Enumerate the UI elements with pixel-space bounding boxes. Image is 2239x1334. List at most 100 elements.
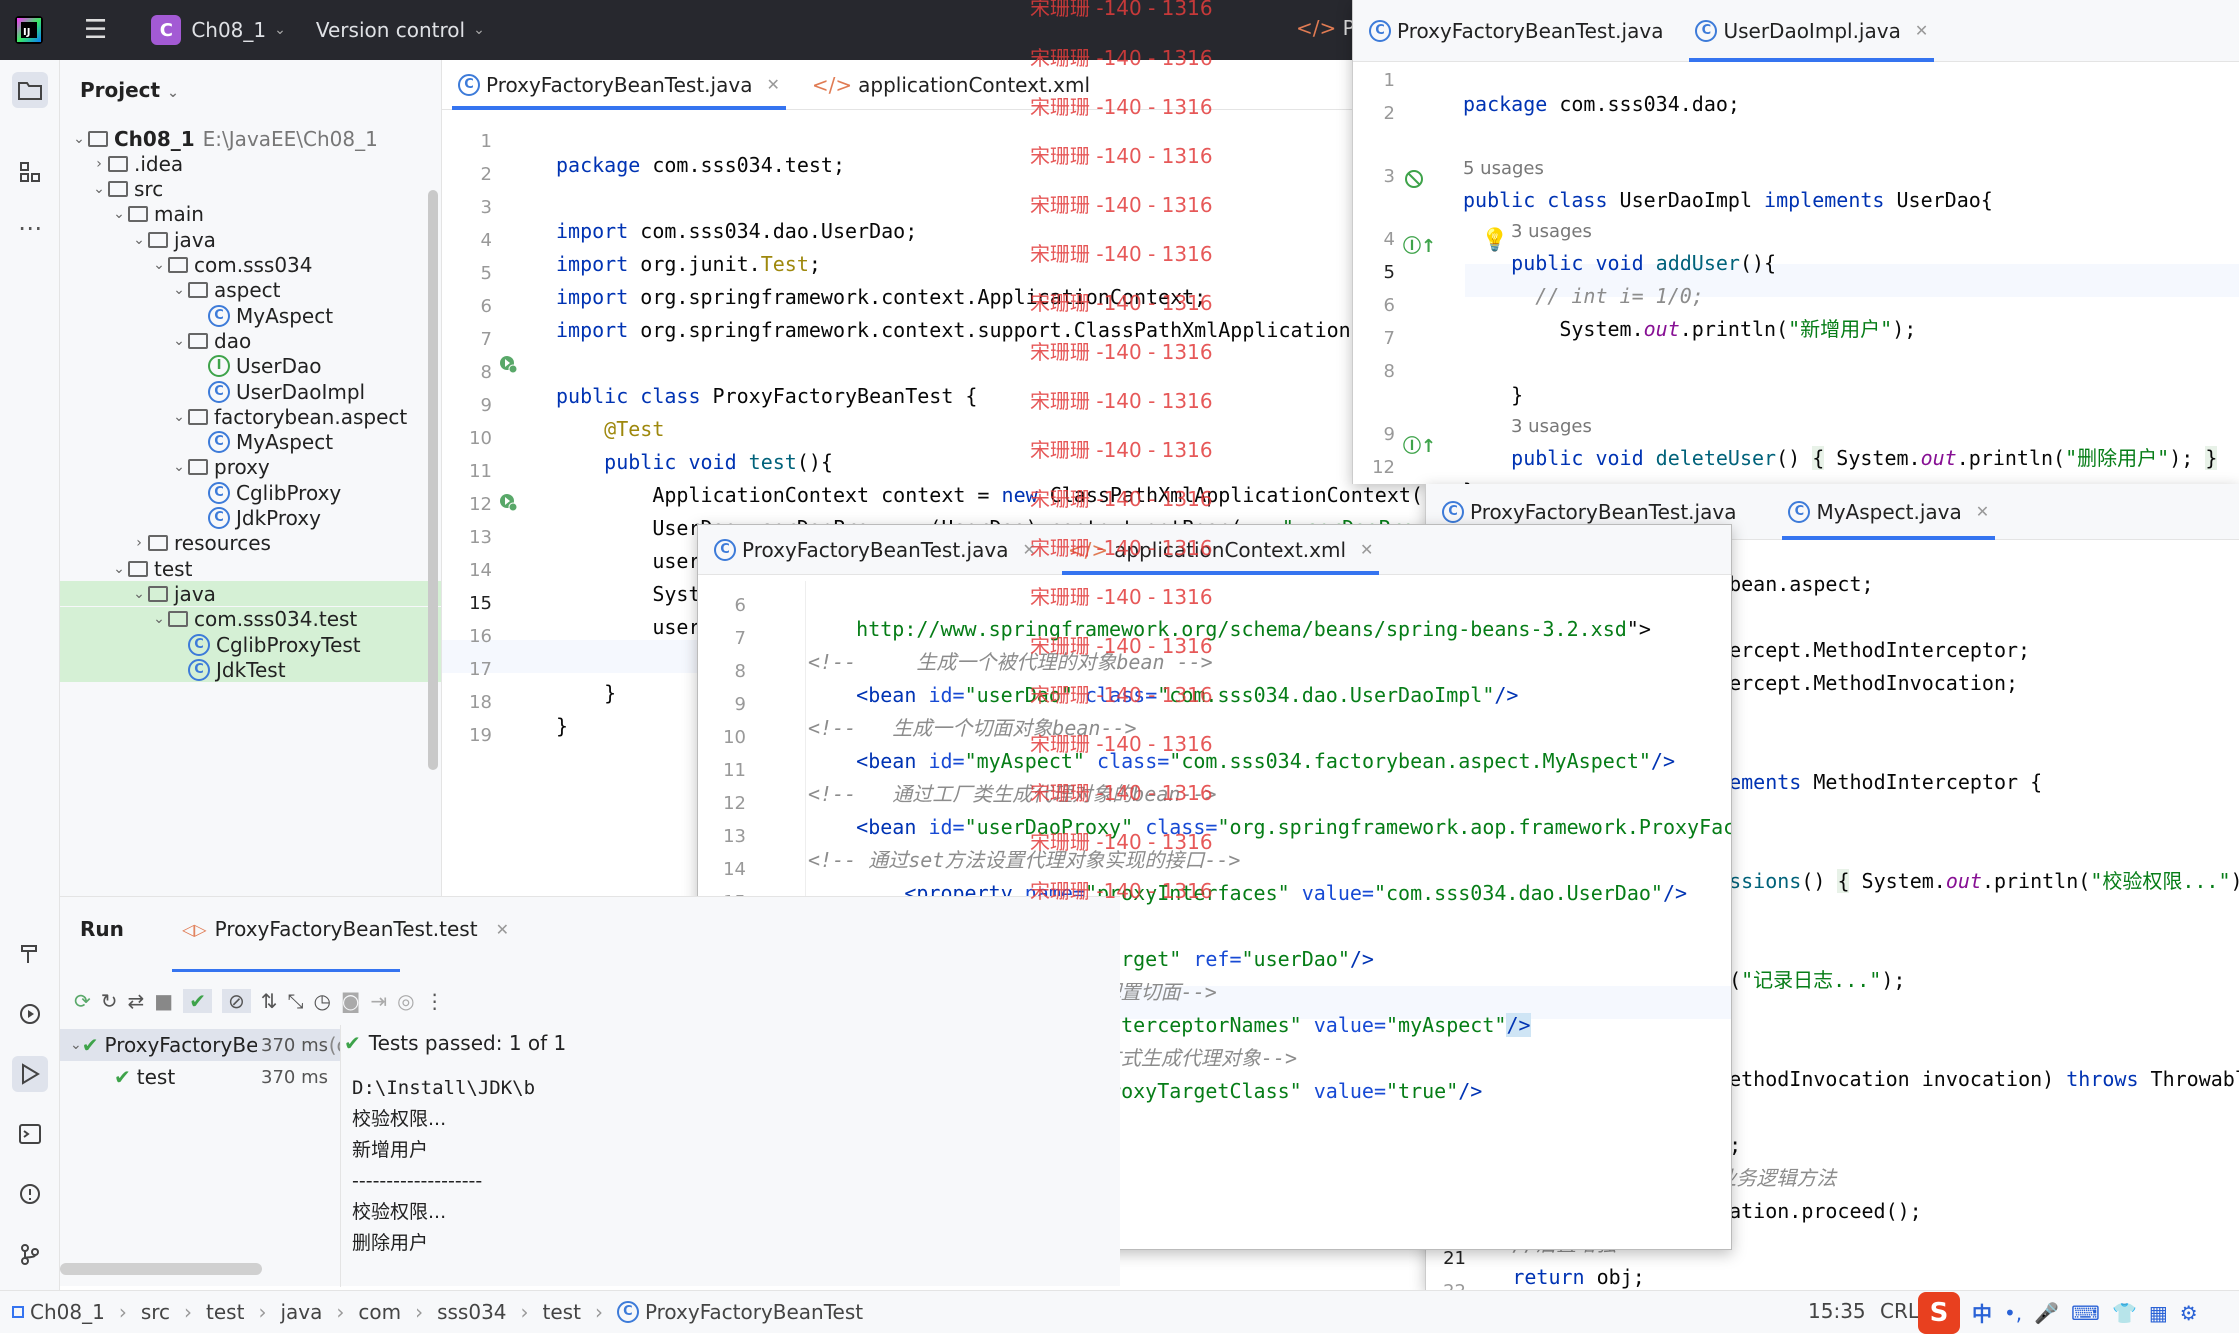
chevron-right-icon[interactable]: › — [136, 535, 142, 552]
keyboard-icon[interactable]: ⌨ — [2071, 1300, 2100, 1325]
cursor-position[interactable]: 15:35 — [1808, 1299, 1866, 1323]
chevron-down-icon[interactable]: ⌄ — [173, 408, 185, 425]
chevron-down-icon[interactable]: ⌄ — [113, 560, 125, 577]
chevron-right-icon[interactable]: › — [96, 155, 102, 172]
chevron-down-icon[interactable]: ⌄ — [133, 231, 145, 248]
close-icon[interactable]: ✕ — [495, 919, 509, 939]
test-tree-scrollbar[interactable] — [60, 1263, 262, 1275]
chevron-down-icon[interactable]: ⌄ — [274, 22, 286, 38]
chevron-down-icon[interactable]: ⌄ — [153, 257, 165, 273]
project-panel-title[interactable]: Project ⌄ — [80, 78, 179, 102]
rerun-failed-icon[interactable]: ↻ — [100, 989, 118, 1013]
screenshot-icon[interactable]: ◙ — [340, 989, 361, 1013]
breadcrumb-item[interactable]: Ch08_1 — [30, 1300, 105, 1324]
more-icon[interactable]: ⋯ — [18, 214, 42, 242]
close-icon[interactable]: ✕ — [766, 75, 780, 94]
project-scrollbar[interactable] — [428, 190, 438, 770]
structure-icon[interactable] — [12, 154, 48, 190]
terminal-icon[interactable] — [12, 1116, 48, 1152]
override-icon[interactable]: Ⓘ↑ — [1403, 436, 1437, 457]
project-badge[interactable]: C — [151, 15, 182, 45]
breadcrumb-item[interactable]: ProxyFactoryBeanTest — [644, 1300, 864, 1324]
override-icon[interactable]: Ⓘ↑ — [1403, 236, 1437, 257]
project-folder-icon[interactable] — [12, 72, 48, 108]
breadcrumb-item[interactable]: test — [542, 1300, 581, 1324]
problems-icon[interactable] — [12, 1176, 48, 1212]
tree-item[interactable]: ⌄src — [60, 177, 441, 202]
build-hammer-icon[interactable] — [12, 936, 48, 972]
rerun-icon[interactable]: ⟳ — [74, 989, 91, 1013]
show-ignored-icon[interactable]: ⊘ — [221, 989, 251, 1013]
tree-item[interactable]: ⌄dao — [60, 328, 441, 353]
settings-icon[interactable]: ⚙ — [2179, 1300, 2198, 1325]
breadcrumb-item[interactable]: src — [140, 1300, 171, 1324]
tree-item[interactable]: ⌄test — [60, 556, 441, 581]
run-icon[interactable] — [12, 1056, 48, 1092]
breadcrumb-item[interactable]: com — [358, 1300, 402, 1324]
tree-item[interactable]: ⌄aspect — [60, 278, 441, 303]
test-tree-row[interactable]: ⌄ ✔ ProxyFactoryBeanTest(com 370 ms — [60, 1029, 340, 1061]
chevron-down-icon[interactable]: ⌄ — [173, 332, 185, 349]
chevron-down-icon[interactable]: ⌄ — [153, 611, 165, 628]
more-icon[interactable]: ⋮ — [424, 989, 445, 1013]
stop-icon[interactable]: ■ — [154, 989, 174, 1013]
toggle-auto-test-icon[interactable]: ⇄ — [127, 989, 145, 1013]
microphone-icon[interactable]: 🎤 — [2034, 1300, 2060, 1325]
sogou-logo-icon[interactable]: S — [1918, 1291, 1960, 1334]
chevron-down-icon[interactable]: ⌄ — [133, 585, 145, 602]
tree-item[interactable]: ⌄proxy — [60, 455, 441, 480]
close-icon[interactable]: ✕ — [1914, 21, 1929, 40]
chevron-down-icon[interactable]: ⌄ — [173, 282, 185, 299]
tree-item[interactable]: ›resources — [60, 531, 441, 556]
tree-item[interactable]: ⌄com.sss034 — [60, 253, 441, 278]
tab-applicationcontext[interactable]: </>applicationContext.xml — [811, 72, 1091, 97]
intellij-logo-icon[interactable]: IJ — [14, 15, 44, 45]
chevron-down-icon[interactable]: ⌄ — [173, 459, 185, 476]
breadcrumb-item[interactable]: java — [280, 1300, 323, 1324]
export-icon[interactable]: ⇥ — [370, 989, 388, 1013]
ime-language[interactable]: 中 — [1972, 1302, 1992, 1326]
run-gutter-icon[interactable] — [498, 354, 518, 379]
show-passed-icon[interactable]: ✔ — [183, 989, 212, 1013]
close-icon[interactable]: ✕ — [1975, 502, 1990, 521]
collapse-icon[interactable]: ⤡ — [287, 989, 304, 1013]
test-tree-row[interactable]: ✔ test 370 ms — [114, 1065, 328, 1089]
project-name[interactable]: Ch08_1 — [191, 18, 267, 42]
skin-icon[interactable]: 👕 — [2111, 1300, 2137, 1325]
tree-item[interactable]: ⌄factorybean.aspect — [60, 404, 441, 429]
chevron-down-icon[interactable]: ⌄ — [93, 181, 105, 198]
run-gutter-icon[interactable] — [498, 492, 518, 517]
tree-item[interactable]: ⌄java — [60, 581, 441, 607]
services-icon[interactable] — [12, 996, 48, 1032]
sort-icon[interactable]: ⇅ — [260, 989, 278, 1013]
main-menu-icon[interactable]: ☰ — [84, 15, 108, 45]
line-separator[interactable]: CRL — [1880, 1299, 1920, 1323]
no-implementation-icon[interactable] — [1403, 168, 1425, 195]
breadcrumb-item[interactable]: test — [206, 1300, 245, 1324]
tab-applicationcontext[interactable]: </>applicationContext.xml✕ — [1052, 525, 1390, 575]
chevron-down-icon[interactable]: ⌄ — [73, 130, 85, 147]
git-icon[interactable] — [12, 1236, 48, 1272]
lightbulb-icon[interactable]: 💡 — [1481, 228, 1509, 253]
close-icon[interactable]: ✕ — [1360, 540, 1374, 559]
chevron-down-icon[interactable]: ⌄ — [473, 22, 485, 38]
close-icon[interactable]: ✕ — [1022, 540, 1036, 559]
tree-item[interactable]: ›.idea — [60, 151, 441, 176]
tree-item[interactable]: ⌄main — [60, 202, 441, 227]
history-icon[interactable]: ◷ — [313, 989, 331, 1013]
